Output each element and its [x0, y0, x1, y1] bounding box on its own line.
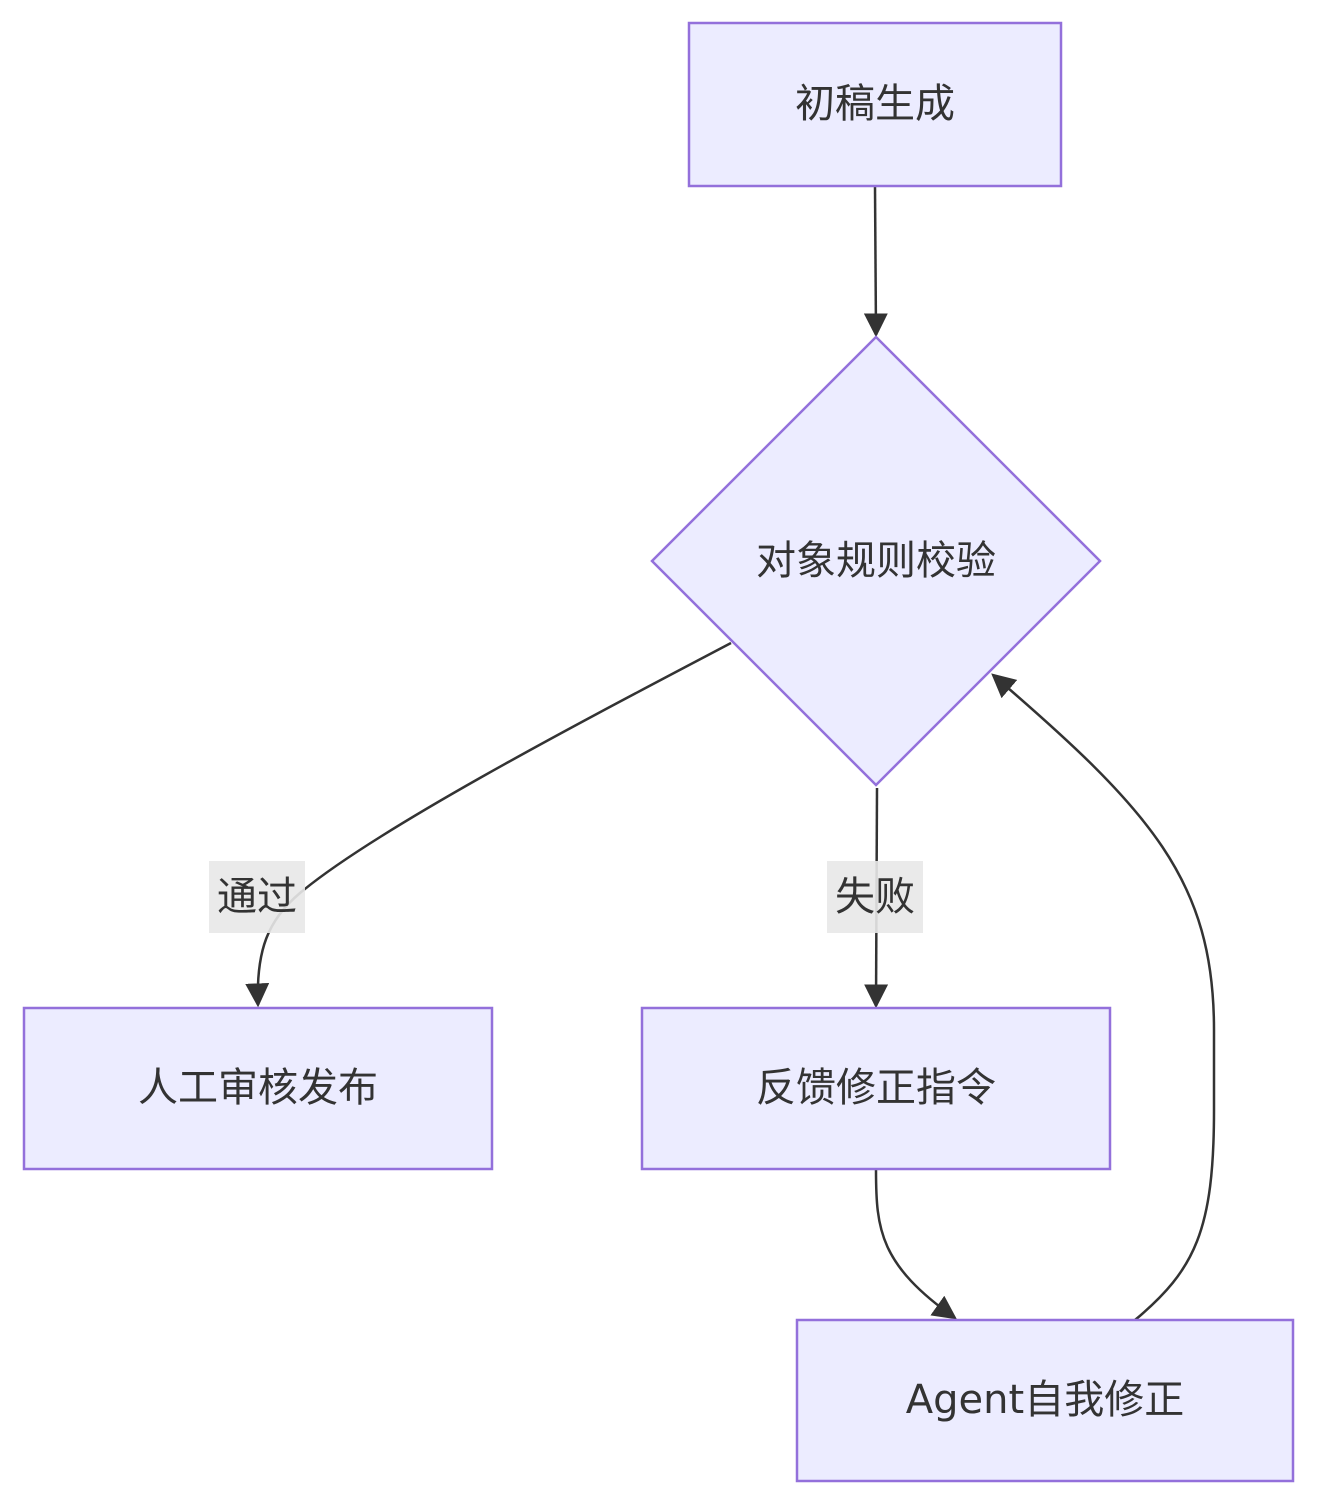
node-agent[interactable]: Agent自我修正 [795, 1318, 1295, 1483]
edge-label-fail-background [827, 861, 923, 933]
node-draft[interactable]: 初稿生成 [687, 21, 1063, 188]
node-agent-box [795, 1318, 1295, 1483]
node-check-label: 对象规则校验 [756, 538, 996, 584]
edge-label-fail-text: 失败 [835, 874, 915, 920]
node-draft-label: 初稿生成 [795, 81, 955, 127]
edge-label-pass: 通过 [209, 861, 305, 933]
edge-label-fail: 失败 [827, 861, 923, 933]
edge-label-pass-text: 通过 [217, 874, 297, 920]
node-manual-label: 人工审核发布 [138, 1065, 378, 1111]
node-agent-label: Agent自我修正 [906, 1377, 1184, 1423]
node-check-diamond [650, 335, 1102, 787]
node-manual[interactable]: 人工审核发布 [22, 1006, 494, 1171]
edge-check-to-manual [245, 641, 732, 1008]
node-feedback-box [640, 1006, 1112, 1171]
edge-label-pass-background [209, 861, 305, 933]
node-feedback-label: 反馈修正指令 [756, 1065, 996, 1111]
edge-agent-to-check [991, 673, 1216, 1321]
node-check[interactable]: 对象规则校验 [650, 335, 1102, 787]
edge-draft-to-check [863, 186, 888, 338]
node-manual-box [22, 1006, 494, 1171]
node-feedback[interactable]: 反馈修正指令 [640, 1006, 1112, 1171]
edge-feedback-to-agent [874, 1169, 957, 1320]
node-draft-box [687, 21, 1063, 188]
